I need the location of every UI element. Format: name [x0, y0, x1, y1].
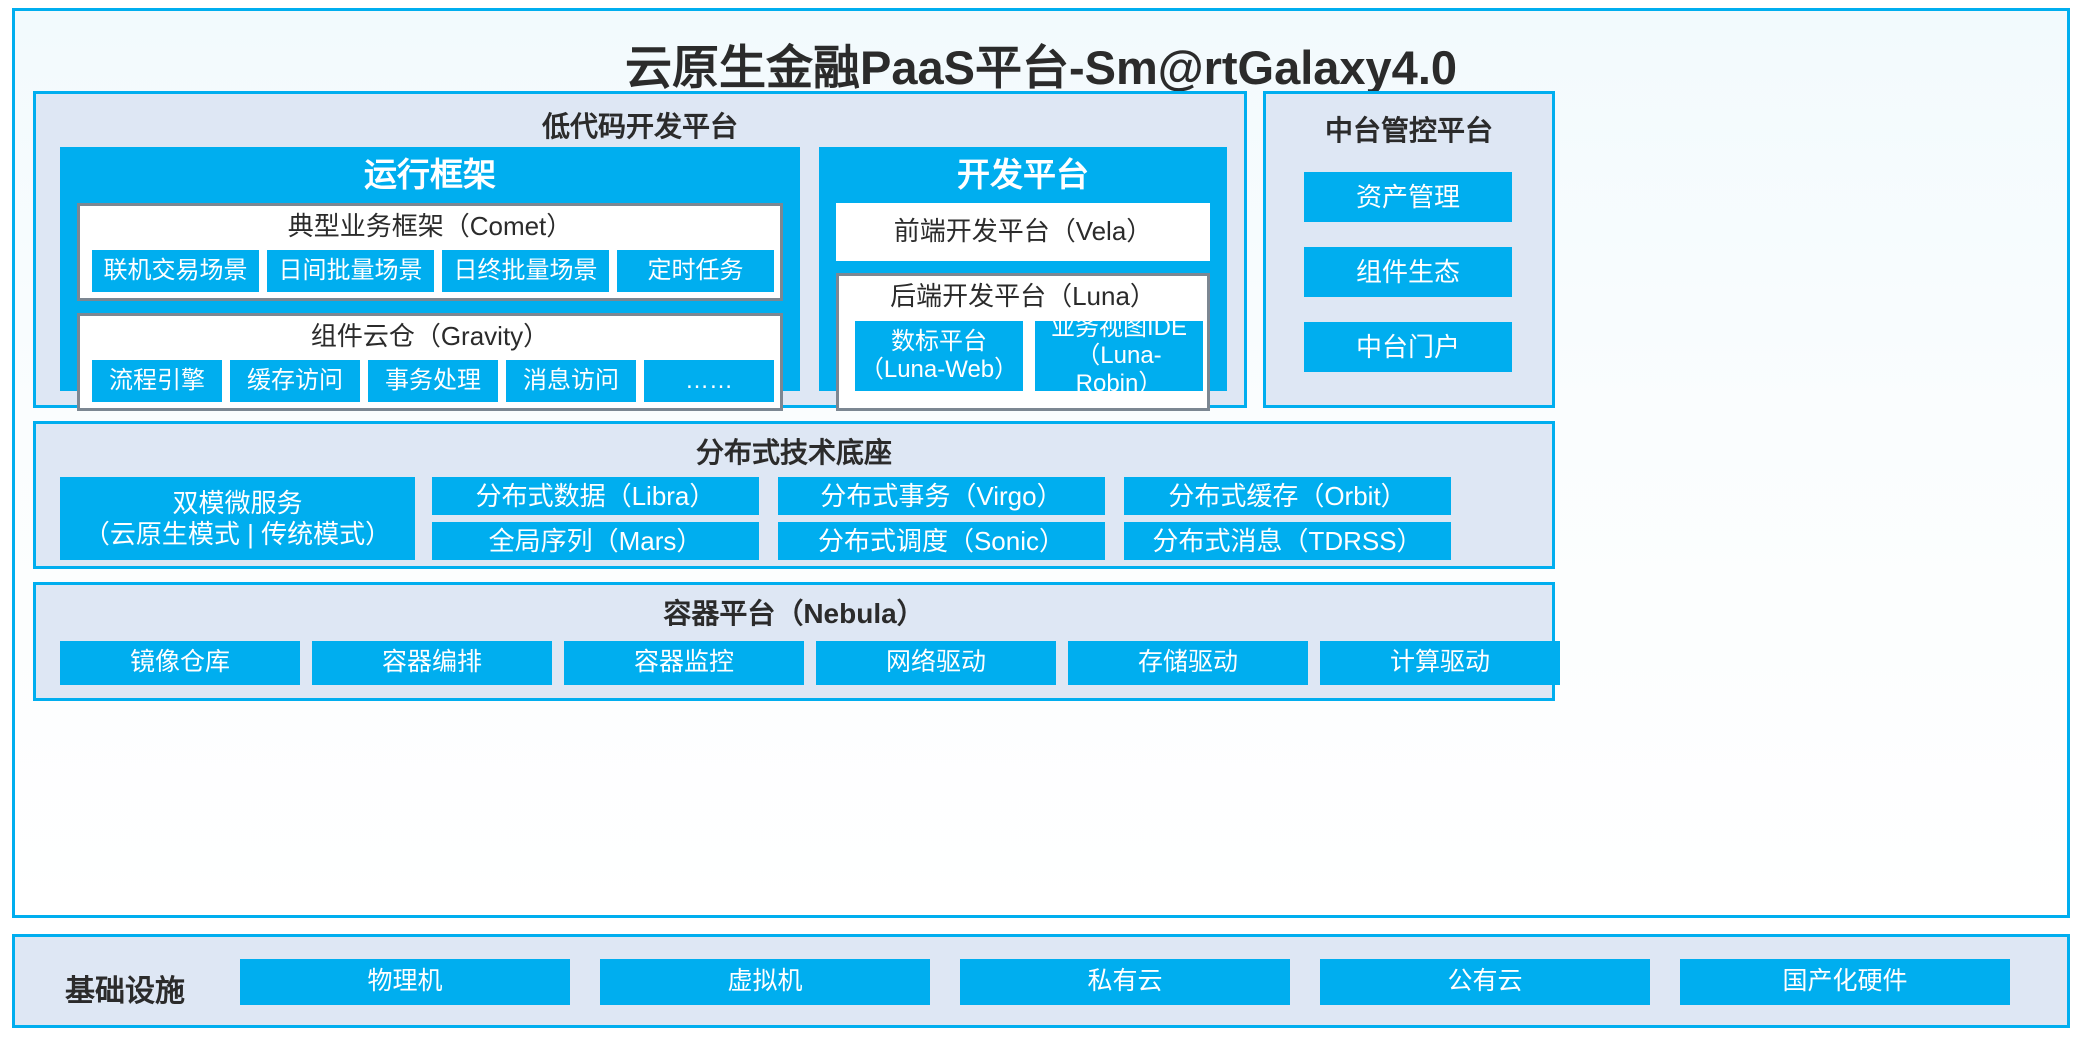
foundation-panel: 分布式技术底座 双模微服务 （云原生模式 | 传统模式） 分布式数据（Libra… [33, 421, 1555, 569]
container-platform-panel: 容器平台（Nebula） 镜像仓库 容器编排 容器监控 网络驱动 存储驱动 计算… [33, 582, 1560, 701]
gravity-card: 组件云仓（Gravity） 流程引擎 缓存访问 事务处理 消息访问 …… [77, 313, 783, 411]
infrastructure-bar: 基础设施 物理机 虚拟机 私有云 公有云 国产化硬件 [12, 934, 2070, 1028]
tile-luna-web[interactable]: 数标平台 （Luna-Web） [855, 321, 1023, 391]
tile-foundation-mars[interactable]: 全局序列（Mars） [432, 522, 759, 560]
foundation-title: 分布式技术底座 [695, 437, 892, 468]
vela-card-title: 前端开发平台（Vela） [893, 216, 1153, 246]
luna-card: 后端开发平台（Luna） 数标平台 （Luna-Web） 业务视图IDE （Lu… [836, 273, 1210, 411]
tile-comet-1[interactable]: 日间批量场景 [267, 250, 434, 292]
dev-platform-title: 开发平台 [957, 156, 1089, 193]
tile-comet-3[interactable]: 定时任务 [617, 250, 774, 292]
tile-foundation-sonic[interactable]: 分布式调度（Sonic） [778, 522, 1105, 560]
tile-foundation-virgo[interactable]: 分布式事务（Virgo） [778, 477, 1105, 515]
tile-dual-mode-microservice[interactable]: 双模微服务 （云原生模式 | 传统模式） [60, 477, 415, 560]
tile-foundation-libra[interactable]: 分布式数据（Libra） [432, 477, 759, 515]
tile-gravity-0[interactable]: 流程引擎 [92, 360, 222, 402]
tile-luna-robin[interactable]: 业务视图IDE （Luna-Robin） [1035, 314, 1203, 397]
tile-midplatform-1[interactable]: 组件生态 [1304, 247, 1512, 297]
tile-luna-robin-line2: （Luna-Robin） [1075, 341, 1163, 398]
tile-foundation-orbit[interactable]: 分布式缓存（Orbit） [1124, 477, 1451, 515]
tile-infrastructure-2[interactable]: 私有云 [960, 959, 1290, 1005]
tile-gravity-2[interactable]: 事务处理 [368, 360, 498, 402]
tile-container-5[interactable]: 计算驱动 [1320, 641, 1560, 685]
gravity-card-title: 组件云仓（Gravity） [310, 321, 550, 351]
tile-dual-mode-line1: 双模微服务 [172, 487, 303, 518]
midplatform-panel: 中台管控平台 资产管理 组件生态 中台门户 [1263, 91, 1555, 408]
tile-comet-2[interactable]: 日终批量场景 [442, 250, 609, 292]
runtime-framework-title: 运行框架 [364, 156, 496, 193]
tile-infrastructure-3[interactable]: 公有云 [1320, 959, 1650, 1005]
tile-midplatform-0[interactable]: 资产管理 [1304, 172, 1512, 222]
tile-container-4[interactable]: 存储驱动 [1068, 641, 1308, 685]
vela-card: 前端开发平台（Vela） [836, 203, 1210, 261]
tile-foundation-tdrss[interactable]: 分布式消息（TDRSS） [1124, 522, 1451, 560]
page-title: 云原生金融PaaS平台-Sm@rtGalaxy4.0 [624, 41, 1458, 94]
tile-luna-web-line1: 数标平台 [891, 327, 987, 355]
tile-gravity-1[interactable]: 缓存访问 [230, 360, 360, 402]
lowcode-platform-title: 低代码开发平台 [541, 111, 738, 142]
tile-container-3[interactable]: 网络驱动 [816, 641, 1056, 685]
tile-container-2[interactable]: 容器监控 [564, 641, 804, 685]
lowcode-platform-panel: 低代码开发平台 运行框架 典型业务框架（Comet） 联机交易场景 日间批量场景… [33, 91, 1247, 411]
tile-luna-web-line2: （Luna-Web） [859, 356, 1019, 383]
tile-dual-mode-line2: （云原生模式 | 传统模式） [83, 518, 392, 549]
platform-frame: 云原生金融PaaS平台-Sm@rtGalaxy4.0 低代码开发平台 运行框架 … [12, 8, 2070, 918]
midplatform-title: 中台管控平台 [1324, 115, 1493, 146]
tile-midplatform-2[interactable]: 中台门户 [1304, 322, 1512, 372]
tile-infrastructure-4[interactable]: 国产化硬件 [1680, 959, 2010, 1005]
tile-luna-robin-line1: 业务视图IDE [1050, 313, 1187, 341]
tile-comet-0[interactable]: 联机交易场景 [92, 250, 259, 292]
luna-card-title: 后端开发平台（Luna） [890, 281, 1156, 311]
tile-infrastructure-0[interactable]: 物理机 [240, 959, 570, 1005]
infrastructure-label: 基础设施 [65, 975, 185, 1008]
tile-infrastructure-1[interactable]: 虚拟机 [600, 959, 930, 1005]
container-platform-title: 容器平台（Nebula） [663, 598, 925, 629]
comet-card-title: 典型业务框架（Comet） [287, 211, 573, 241]
tile-container-0[interactable]: 镜像仓库 [60, 641, 300, 685]
dev-platform-block: 开发平台 前端开发平台（Vela） 后端开发平台（Luna） 数标平台 （Lun… [819, 147, 1227, 411]
comet-card: 典型业务框架（Comet） 联机交易场景 日间批量场景 日终批量场景 定时任务 [77, 203, 783, 301]
runtime-framework-block: 运行框架 典型业务框架（Comet） 联机交易场景 日间批量场景 日终批量场景 … [60, 147, 800, 411]
tile-gravity-3[interactable]: 消息访问 [506, 360, 636, 402]
tile-container-1[interactable]: 容器编排 [312, 641, 552, 685]
tile-gravity-4[interactable]: …… [644, 360, 774, 402]
